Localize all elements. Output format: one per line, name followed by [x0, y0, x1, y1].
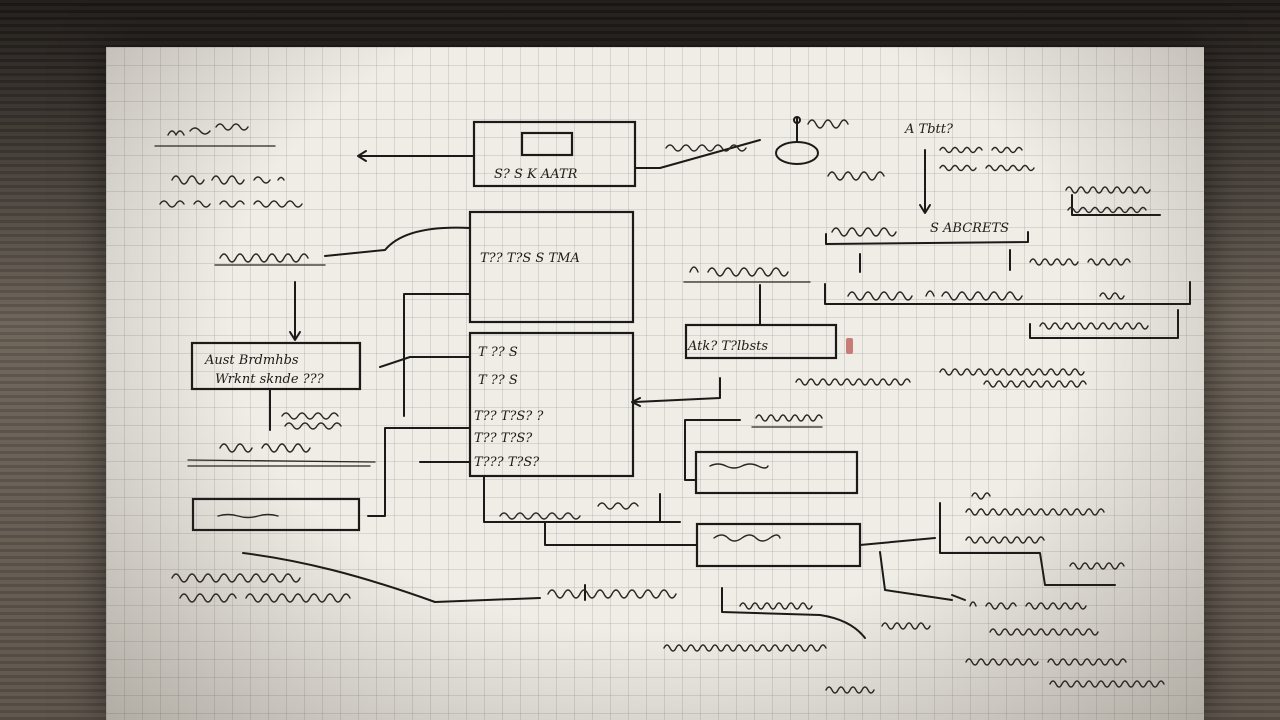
box-top-label: S? S K AATR: [494, 167, 578, 182]
box-right-2: [695, 522, 862, 568]
box-main-line-4: T?? T?S?: [474, 431, 533, 446]
box-right-label: Atk? T?lbsts: [684, 323, 838, 360]
box-left-1-line-1: Aust Brdmhbs: [204, 353, 299, 368]
box-main-line-1: T ?? S: [478, 345, 518, 360]
box-left-2: [191, 497, 361, 532]
box-left-1-line-2: Wrknt sknde ???: [215, 372, 325, 387]
box-mid-label: T?? T?S S TMA: [480, 251, 580, 266]
box-main-line-3: T?? T?S? ?: [474, 409, 544, 424]
database-icon: [775, 116, 819, 165]
header-right-text: A Tbtt?: [904, 122, 954, 137]
connectors: [154, 139, 1191, 639]
box-mid-center: T?? T?S S TMA: [468, 210, 635, 324]
box-top-center: S? S K AATR: [472, 120, 637, 188]
box-right-label-text: Atk? T?lbsts: [687, 339, 768, 354]
box-main-line-5: T??? T?S?: [474, 455, 540, 470]
box-left-1: Aust Brdmhbs Wrknt sknde ???: [190, 341, 362, 391]
handwritten-notes: [159, 119, 1165, 694]
box-right-1: [694, 450, 859, 495]
box-main-center: T ?? S T ?? S T?? T?S? ? T?? T?S? T??? T…: [468, 331, 635, 478]
box-main-line-2: T ?? S: [478, 373, 518, 388]
red-mark: [846, 338, 853, 354]
abbr-label: S ABCRETS: [930, 221, 1009, 236]
